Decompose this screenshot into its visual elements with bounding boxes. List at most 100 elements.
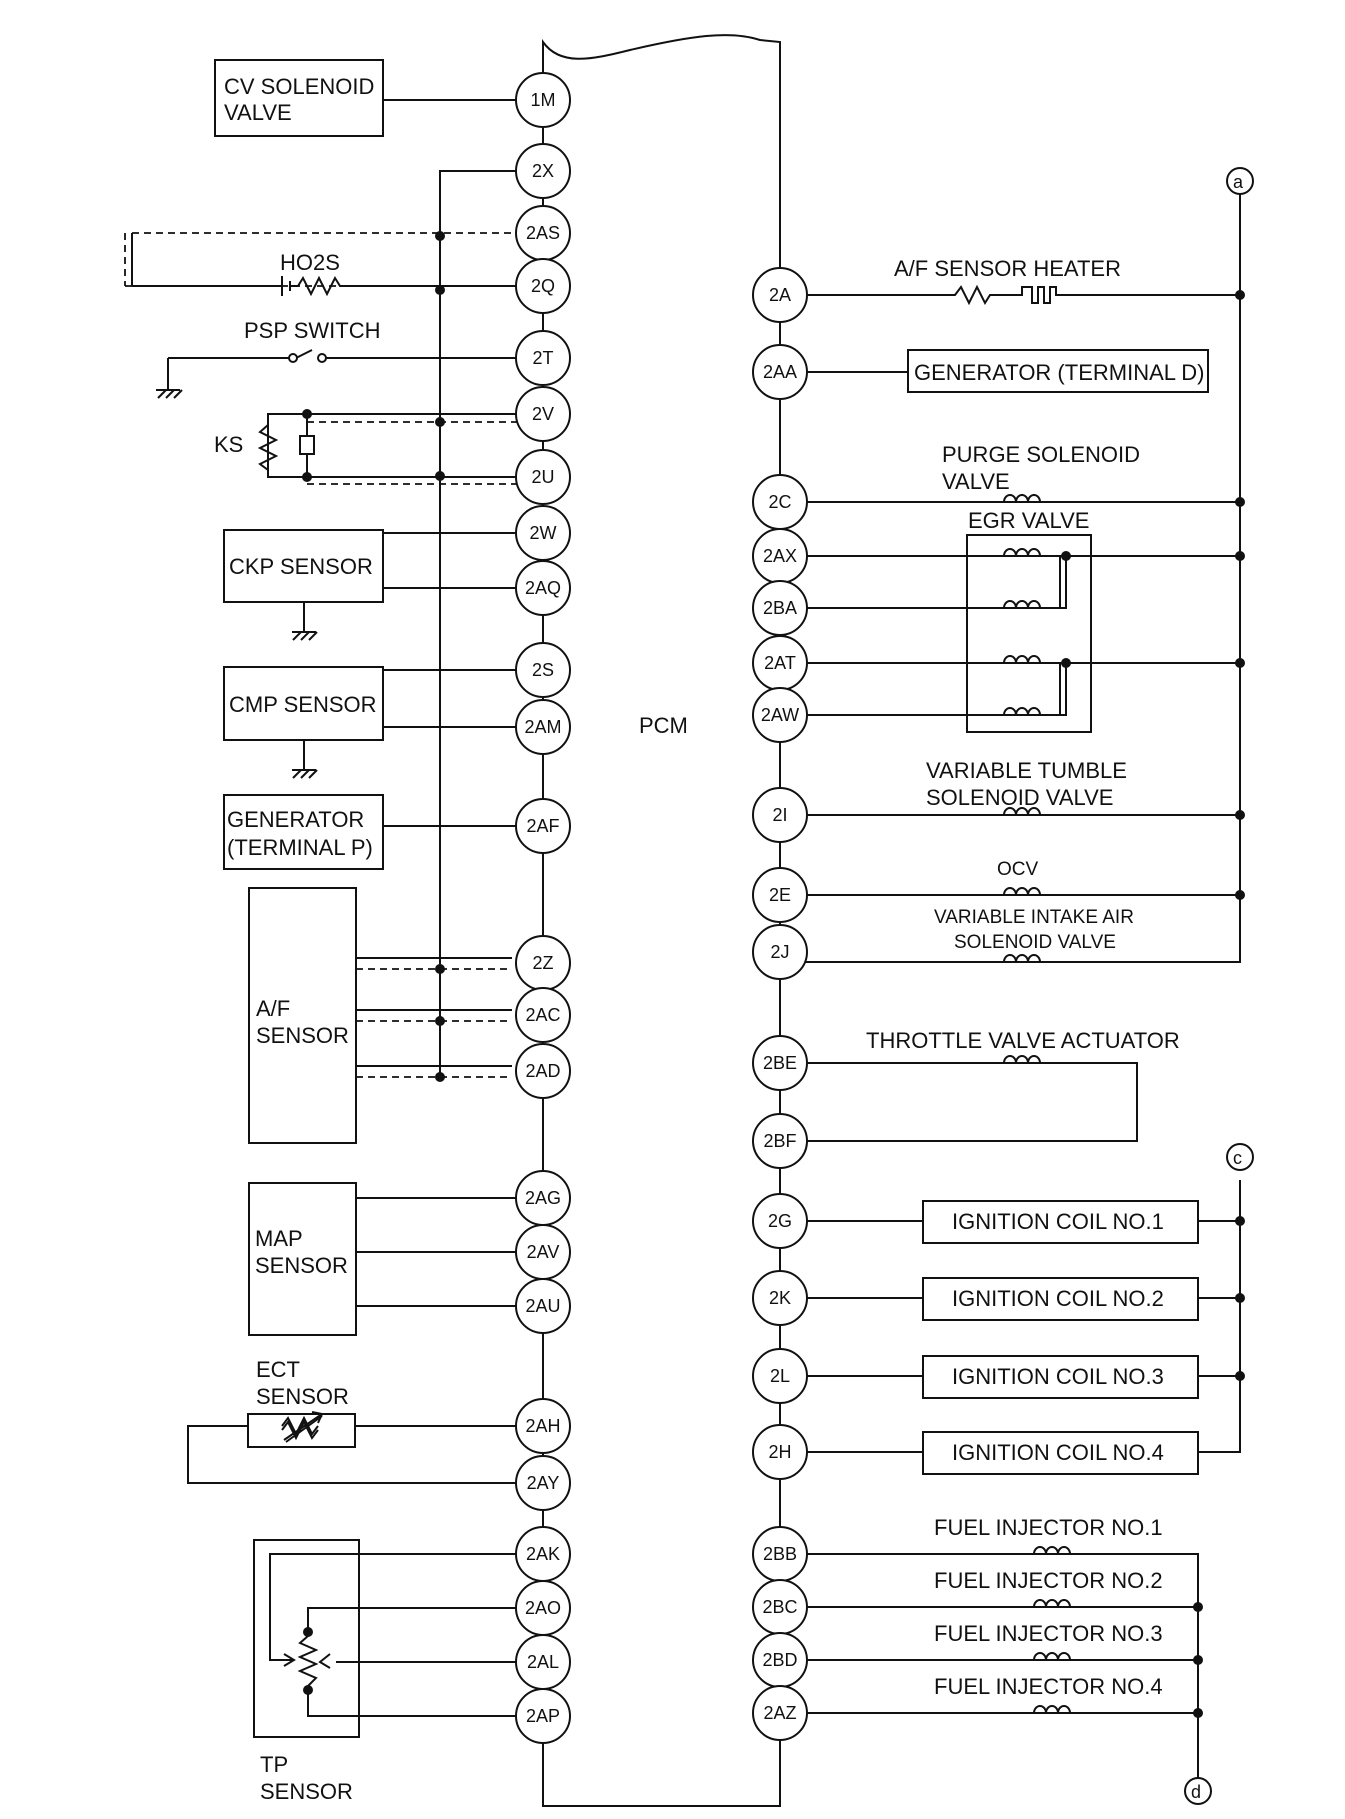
left-pin-label-2as: 2AS [526,223,560,243]
right-pin-label-2a: 2A [769,285,791,305]
ignition-coil-3-box [922,1355,1199,1399]
left-pin-label-2z: 2Z [532,953,553,973]
throttle-actuator-label: THROTTLE VALVE ACTUATOR [866,1028,1180,1053]
left-pin-label-2v: 2V [532,404,554,424]
right-pin-label-2ax: 2AX [763,546,797,566]
left-pin-label-2ak: 2AK [526,1544,560,1564]
left-pin-label-2u: 2U [531,467,554,487]
ignition-coil-4-box [922,1431,1199,1475]
left-pin-2v [515,386,571,442]
ks-label: KS [214,432,243,457]
right-junction-dots [1061,290,1245,1718]
right-pin-group: 2A2AA2C2AX2BA2AT2AW2I2E2J2BE2BF2G2K2L2H2… [752,267,808,1741]
generator-d-box [907,349,1209,393]
left-pin-2ay [515,1455,571,1511]
cmp-sensor-box [223,666,384,741]
left-pin-label-2aq: 2AQ [525,578,561,598]
left-pin-2x [515,143,571,199]
connector-d-label: d [1191,1782,1201,1802]
left-pin-label-2av: 2AV [527,1242,560,1262]
right-pin-label-2aa: 2AA [763,362,797,382]
right-pin-label-2e: 2E [769,885,791,905]
generator-p-label-2: (TERMINAL P) [227,835,373,860]
right-pin-label-2h: 2H [768,1442,791,1462]
right-pin-label-2c: 2C [768,492,791,512]
generator-p-box [223,794,384,870]
right-pin-2e [752,867,808,923]
variable-tumble-label-1: VARIABLE TUMBLE [926,758,1127,783]
left-pin-label-2ap: 2AP [526,1706,560,1726]
variable-intake-label-2: SOLENOID VALVE [954,932,1116,953]
left-pin-2u [515,449,571,505]
cv-solenoid-label-1: CV SOLENOID [224,74,374,99]
left-pin-2af [515,798,571,854]
left-pin-label-1m: 1M [530,90,555,110]
left-pin-label-2af: 2AF [526,816,559,836]
map-sensor-box [248,1182,357,1336]
right-pin-label-2l: 2L [770,1366,790,1386]
map-sensor-label-2: SENSOR [255,1253,348,1278]
left-pin-label-2s: 2S [532,660,554,680]
connector-a-label: a [1233,172,1244,192]
tp-sensor-label-2: SENSOR [260,1779,353,1804]
left-pin-label-2ah: 2AH [525,1416,560,1436]
fuel-injector-4-label: FUEL INJECTOR NO.4 [934,1674,1163,1699]
left-pin-label-2ad: 2AD [525,1061,560,1081]
left-pin-label-2ag: 2AG [525,1188,561,1208]
right-pin-label-2bd: 2BD [762,1650,797,1670]
left-pin-label-2t: 2T [532,348,553,368]
left-pin-2q [515,258,571,314]
ignition-coil-3-label: IGNITION COIL NO.3 [952,1364,1164,1389]
left-pin-2ac [515,987,571,1043]
left-junction-dots [302,231,445,1695]
purge-solenoid-label-2: VALVE [942,469,1010,494]
egr-valve-label: EGR VALVE [968,508,1089,533]
left-pin-label-2ay: 2AY [527,1473,560,1493]
ect-sensor-box [247,1413,356,1448]
right-pin-2aw [752,687,808,743]
cv-solenoid-box [214,59,384,137]
left-pin-label-2ao: 2AO [525,1598,561,1618]
right-pin-2l [752,1348,808,1404]
map-sensor-label-1: MAP [255,1226,303,1251]
fuel-injector-1-label: FUEL INJECTOR NO.1 [934,1515,1163,1540]
right-pin-2k [752,1270,808,1326]
af-sensor-box [248,887,357,1144]
af-sensor-label-2: SENSOR [256,1023,349,1048]
pcm-label: PCM [639,713,688,738]
cmp-sensor-label: CMP SENSOR [229,692,377,717]
ho2s-label: HO2S [280,250,340,275]
ignition-coil-2-box [922,1277,1199,1321]
tp-sensor-label-1: TP [260,1752,288,1777]
left-pin-1m [515,72,571,128]
egr-valve-box [966,534,1092,733]
af-sensor-label-1: A/F [256,996,290,1021]
right-pin-2a [752,267,808,323]
left-pin-label-2x: 2X [532,161,554,181]
left-pin-2am [515,699,571,755]
ignition-coil-1-label: IGNITION COIL NO.1 [952,1209,1164,1234]
right-pin-label-2az: 2AZ [763,1703,796,1723]
variable-intake-label-1: VARIABLE INTAKE AIR [934,907,1134,928]
connector-d [1184,1777,1212,1805]
right-pin-2i [752,787,808,843]
left-pin-label-2q: 2Q [531,276,555,296]
generator-d-label: GENERATOR (TERMINAL D) [914,360,1205,385]
pcm-outline [542,34,781,1807]
connector-a [1226,167,1254,195]
left-wiring [124,99,518,1717]
right-pin-label-2bf: 2BF [763,1131,796,1151]
left-pin-2s [515,642,571,698]
left-pin-label-2al: 2AL [527,1652,559,1672]
ocv-label: OCV [997,859,1039,880]
right-pin-label-2at: 2AT [764,653,796,673]
right-pin-2g [752,1193,808,1249]
cv-solenoid-label-2: VALVE [224,100,292,125]
fuel-injector-2-label: FUEL INJECTOR NO.2 [934,1568,1163,1593]
fuel-injector-3-label: FUEL INJECTOR NO.3 [934,1621,1163,1646]
tp-sensor-box [253,1539,360,1738]
ckp-sensor-box [223,529,384,603]
right-pin-label-2i: 2I [772,805,787,825]
left-pin-label-2w: 2W [530,523,557,543]
